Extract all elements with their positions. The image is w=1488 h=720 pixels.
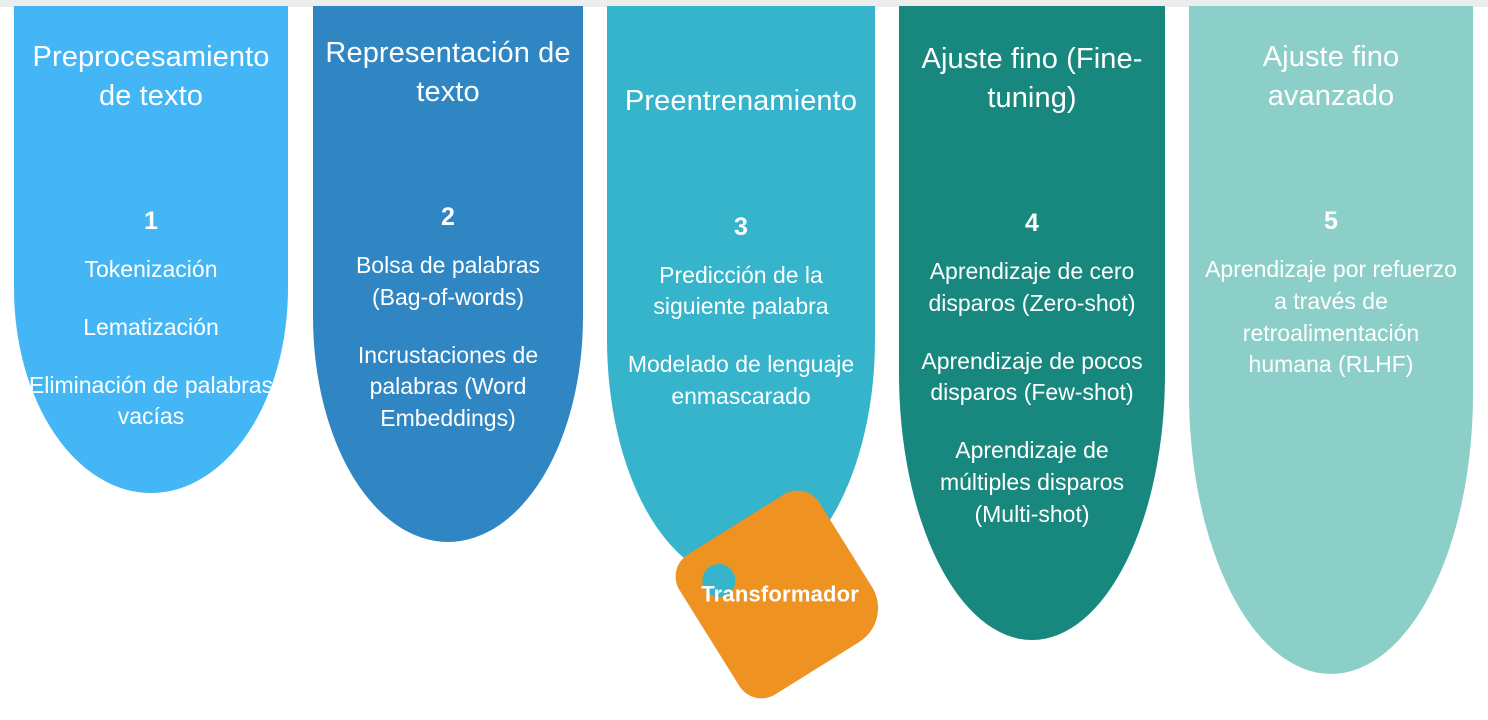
stage-number: 2	[441, 203, 455, 232]
stage-number: 5	[1324, 207, 1338, 236]
stage-number: 4	[1025, 209, 1039, 238]
stage-item: Incrustaciones de palabras (Word Embeddi…	[357, 341, 539, 432]
stage-title: Ajuste fino (Fine-tuning)	[921, 43, 1143, 114]
top-strip	[0, 0, 1488, 7]
stage-item: Aprendizaje de cero disparos (Zero-shot)	[928, 258, 1136, 316]
stage-item-list: Bolsa de palabras (Bag-of-words) Incrust…	[313, 250, 583, 435]
stage-item-list: Aprendizaje por refuerzo a través de ret…	[1189, 254, 1473, 381]
stage-item: Modelado de lenguaje enmascarado	[627, 351, 855, 409]
stage-item: Bolsa de palabras (Bag-of-words)	[355, 252, 541, 310]
stage-item: Eliminación de palabras vacías	[28, 371, 274, 430]
stage-column-ajuste-fino-fine-tuning[interactable]: Ajuste fino (Fine-tuning) 4 Aprendizaje …	[899, 6, 1165, 640]
stage-column-ajuste-fino-avanzado[interactable]: Ajuste fino avanzado 5 Aprendizaje por r…	[1189, 6, 1473, 674]
stage-number: 1	[144, 207, 158, 236]
transformer-tag-label: Transformador	[700, 581, 859, 607]
stage-item: Aprendizaje de pocos disparos (Few-shot)	[921, 347, 1143, 406]
stage-item-list: Aprendizaje de cero disparos (Zero-shot)…	[899, 256, 1165, 530]
stage-title: Preprocesamiento de texto	[32, 41, 270, 112]
stage-item-list: Tokenización Lematización Eliminación de…	[14, 254, 288, 433]
stage-column-representacion-de-texto[interactable]: Representación de texto 2 Bolsa de palab…	[313, 6, 583, 542]
stage-item: Predicción de la siguiente palabra	[653, 261, 829, 320]
stage-title: Preentrenamiento	[624, 85, 858, 117]
stage-item-list: Predicción de la siguiente palabra Model…	[607, 260, 875, 413]
stage-item: Tokenización	[84, 256, 218, 283]
stage-item: Aprendizaje por refuerzo a través de ret…	[1205, 256, 1457, 378]
stage-title: Representación de texto	[325, 37, 571, 108]
stage-number: 3	[734, 212, 748, 241]
stage-item: Aprendizaje de múltiples disparos (Multi…	[939, 437, 1125, 527]
stage-item: Lematización	[83, 313, 219, 340]
stage-column-preprocesamiento-de-texto[interactable]: Preprocesamiento de texto 1 Tokenización…	[14, 6, 288, 493]
stage-title: Ajuste fino avanzado	[1262, 41, 1400, 112]
stage-column-preentrenamiento[interactable]: Preentrenamiento 3 Predicción de la sigu…	[607, 6, 875, 581]
